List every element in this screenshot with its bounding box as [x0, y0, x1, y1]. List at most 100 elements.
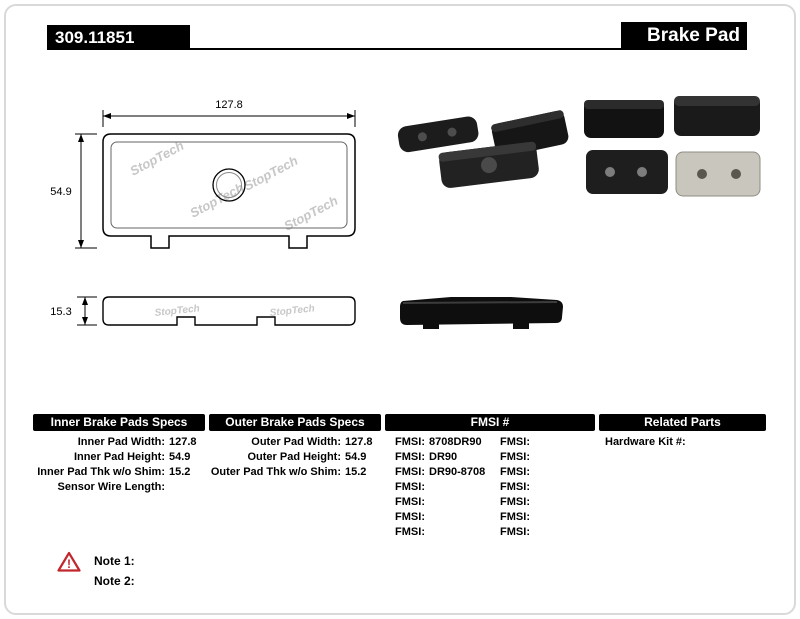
watermark-text: StopTech	[127, 138, 186, 179]
fmsi-label: FMSI:	[500, 451, 530, 463]
fmsi-value	[530, 465, 595, 480]
spec-value: 127.8	[169, 436, 197, 448]
fmsi-value	[530, 495, 595, 510]
product-type-badge: Brake Pad	[621, 22, 747, 50]
related-parts-header: Related Parts	[599, 414, 766, 431]
fmsi-label: FMSI:	[500, 481, 530, 493]
pad-backplate-shape	[675, 151, 761, 197]
spec-value: 15.2	[169, 466, 191, 478]
fmsi-label: FMSI:	[500, 466, 530, 478]
fmsi-left-column: FMSI: 8708DR90 FMSI: DR90 FMSI: DR90-870…	[385, 435, 490, 540]
warning-exclamation: !	[67, 557, 71, 571]
fmsi-label: FMSI:	[500, 526, 530, 538]
inner-pads-specs-table: Inner Brake Pads Specs Inner Pad Width: …	[33, 414, 205, 495]
fmsi-value	[530, 510, 595, 525]
pad-rivet	[697, 169, 707, 179]
brake-pads-photo-angled	[397, 110, 569, 188]
table-row: FMSI:	[490, 480, 595, 495]
table-row: Outer Pad Width: 127.8	[209, 435, 381, 450]
spec-value	[165, 480, 205, 495]
fmsi-label: FMSI:	[395, 451, 425, 463]
warning-triangle-icon: !	[57, 551, 81, 572]
warning-triangle-outline	[57, 551, 81, 572]
spec-label: Inner Pad Width:	[77, 436, 165, 448]
fmsi-table: FMSI # FMSI: 8708DR90 FMSI: DR90 FMSI: D…	[385, 414, 595, 540]
watermark-text: StopTech	[241, 153, 300, 194]
fmsi-value: DR90-8708	[429, 466, 486, 478]
pad-rivet	[605, 167, 615, 177]
table-row: Outer Pad Thk w/o Shim: 15.2	[209, 465, 381, 480]
pad-rivet	[637, 167, 647, 177]
spec-label: Sensor Wire Length:	[57, 481, 165, 493]
fmsi-right-column: FMSI: FMSI: FMSI: FMSI: FMSI:	[490, 435, 595, 540]
height-dimension-label: 54.9	[50, 186, 71, 198]
spec-label: Inner Pad Height:	[73, 451, 165, 463]
fmsi-label: FMSI:	[395, 526, 425, 538]
fmsi-value	[530, 450, 595, 465]
pad-edge-tab	[423, 323, 439, 329]
table-row: FMSI: DR90	[385, 450, 490, 465]
fmsi-value	[425, 495, 490, 510]
pad-photo-highlight	[674, 96, 760, 106]
brake-pad-edge-photo	[400, 297, 563, 329]
pad-photo-shape	[397, 116, 479, 153]
width-dimension-label: 127.8	[215, 99, 243, 111]
pad-photo-shape	[586, 150, 668, 194]
fmsi-label: FMSI:	[500, 511, 530, 523]
table-row: Hardware Kit #:	[599, 435, 766, 450]
table-row: FMSI:	[490, 450, 595, 465]
pad-center-hole	[212, 168, 246, 202]
table-row: FMSI:	[490, 465, 595, 480]
related-label: Hardware Kit #:	[605, 436, 686, 448]
table-row: FMSI:	[490, 495, 595, 510]
note-2-label: Note 2:	[94, 574, 135, 588]
table-row: FMSI:	[385, 495, 490, 510]
inner-pads-specs-header: Inner Brake Pads Specs	[33, 414, 205, 431]
fmsi-value	[530, 525, 595, 540]
pad-edge-outline	[102, 296, 356, 326]
side-view-drawing: StopTech StopTech 15.3	[50, 296, 356, 326]
pad-edge-highlight	[402, 301, 558, 304]
pad-rivet	[731, 169, 741, 179]
fmsi-label: FMSI:	[500, 436, 530, 448]
fmsi-label: FMSI:	[395, 466, 425, 478]
spec-value: 54.9	[169, 451, 191, 463]
fmsi-label: FMSI:	[500, 496, 530, 508]
fmsi-label: FMSI:	[395, 511, 425, 523]
fmsi-value	[425, 480, 490, 495]
watermark-text: StopTech	[269, 303, 315, 319]
part-number: 309.11851	[55, 27, 135, 47]
fmsi-label: FMSI:	[395, 436, 425, 448]
spec-value: 15.2	[345, 466, 367, 478]
pad-edge-tab	[513, 323, 529, 329]
fmsi-label: FMSI:	[395, 481, 425, 493]
pad-outline	[102, 133, 356, 249]
part-number-badge: 309.11851	[47, 25, 190, 50]
page-title: Brake Pad	[647, 25, 740, 46]
fmsi-value	[425, 525, 490, 540]
table-row: FMSI:	[385, 525, 490, 540]
fmsi-value	[530, 480, 595, 495]
thickness-dimension-lines	[77, 296, 97, 326]
table-row: FMSI: DR90-8708	[385, 465, 490, 480]
fmsi-value: DR90	[429, 451, 458, 463]
table-row: FMSI: 8708DR90	[385, 435, 490, 450]
pad-edge-shape	[400, 297, 563, 325]
table-row: Inner Pad Width: 127.8	[33, 435, 205, 450]
stoptech-watermarks: StopTech StopTech StopTech StopTech	[127, 138, 340, 234]
thickness-dimension-label: 15.3	[50, 306, 71, 318]
spec-label: Outer Pad Thk w/o Shim:	[210, 466, 341, 478]
brake-pads-photo-grid	[584, 96, 761, 197]
outer-pads-specs-header: Outer Brake Pads Specs	[209, 414, 381, 431]
front-view-drawing: StopTech StopTech StopTech StopTech 127.…	[50, 99, 356, 249]
fmsi-value	[530, 435, 595, 450]
pad-center-hole-inner	[216, 172, 242, 198]
width-dimension-lines	[102, 110, 356, 127]
outer-pads-specs-table: Outer Brake Pads Specs Outer Pad Width: …	[209, 414, 381, 480]
height-dimension-lines	[75, 133, 97, 249]
spec-value: 127.8	[345, 436, 373, 448]
stoptech-watermarks: StopTech StopTech	[154, 303, 315, 319]
pad-photo-shape	[584, 100, 664, 138]
spec-label: Outer Pad Height:	[247, 451, 341, 463]
